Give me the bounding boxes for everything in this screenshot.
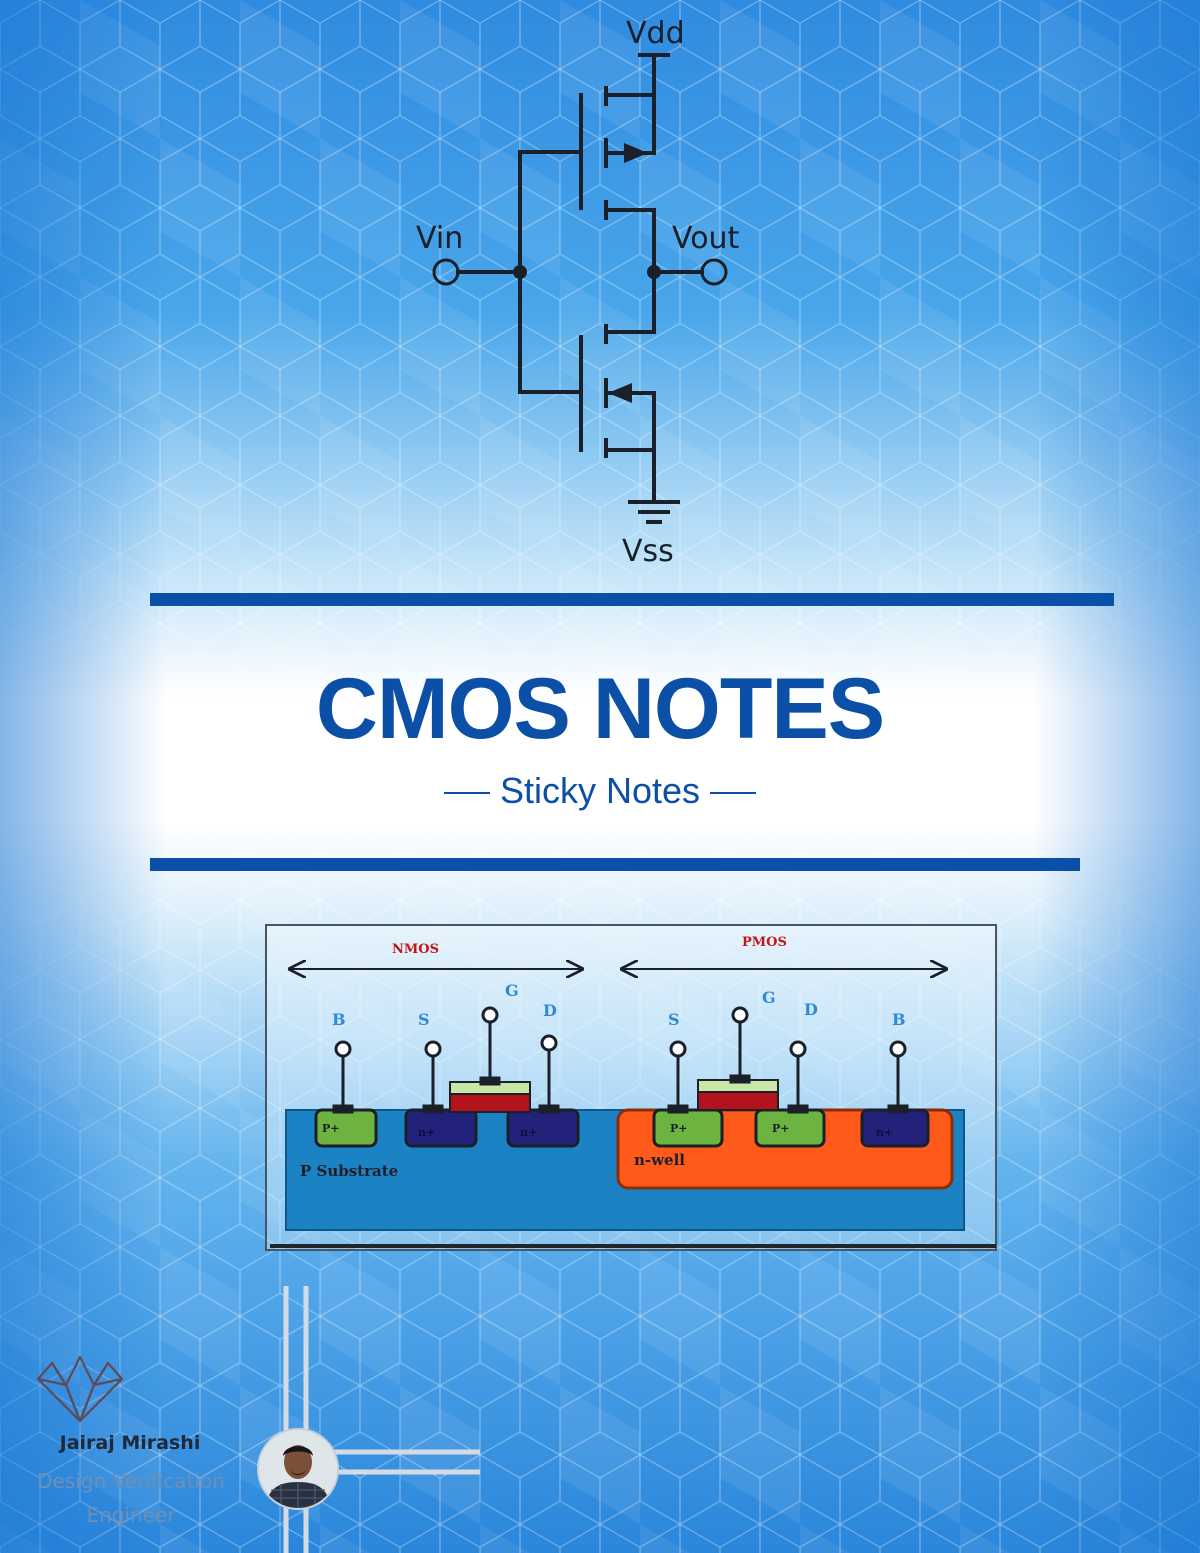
n-well-label: n-well — [634, 1151, 685, 1169]
cmos-cross-section-diagram: NMOS PMOS — [265, 924, 997, 1251]
vdd-label: Vdd — [626, 16, 685, 51]
pmos-source-label: S — [668, 1010, 680, 1029]
top-divider — [150, 593, 1114, 606]
subtitle-text: Sticky Notes — [499, 770, 701, 811]
decorative-frame-lines — [283, 1286, 480, 1553]
subtitle-dash-right — [710, 792, 757, 795]
pmos-drain-label: D — [804, 1000, 818, 1019]
author-logo — [36, 1355, 124, 1423]
subtitle-dash-left — [443, 792, 490, 795]
nmos-source-n-plus: n+ — [418, 1126, 435, 1139]
author-avatar — [257, 1428, 339, 1510]
pmos-body-n-plus: n+ — [876, 1126, 893, 1139]
nmos-gate-label: G — [505, 981, 519, 1000]
author-name: Jairaj Mirashi — [59, 1432, 201, 1454]
pmos-label: PMOS — [742, 935, 787, 950]
page-title: CMOS NOTES — [315, 661, 885, 757]
pmos-gate-label: G — [762, 988, 776, 1007]
nmos-body-p-plus: P+ — [322, 1122, 340, 1135]
vss-label: Vss — [622, 534, 674, 569]
bottom-divider — [150, 858, 1080, 871]
p-substrate-label: P Substrate — [300, 1162, 398, 1180]
nmos-source-label: S — [418, 1010, 430, 1029]
vout-label: Vout — [672, 221, 740, 256]
pmos-body-label: B — [892, 1010, 906, 1029]
pmos-drain-p-plus: P+ — [772, 1122, 790, 1135]
cmos-inverter-schematic: Vdd Vin Vout Vss — [416, 16, 740, 569]
nmos-drain-n-plus: n+ — [520, 1126, 537, 1139]
author-role: Design Verification Engineer — [37, 1469, 225, 1527]
pmos-source-p-plus: P+ — [670, 1122, 688, 1135]
nmos-label: NMOS — [392, 942, 439, 957]
subtitle: Sticky Notes — [0, 770, 1200, 812]
vin-label: Vin — [416, 221, 463, 256]
nmos-drain-label: D — [543, 1001, 557, 1020]
nmos-body-label: B — [332, 1010, 346, 1029]
